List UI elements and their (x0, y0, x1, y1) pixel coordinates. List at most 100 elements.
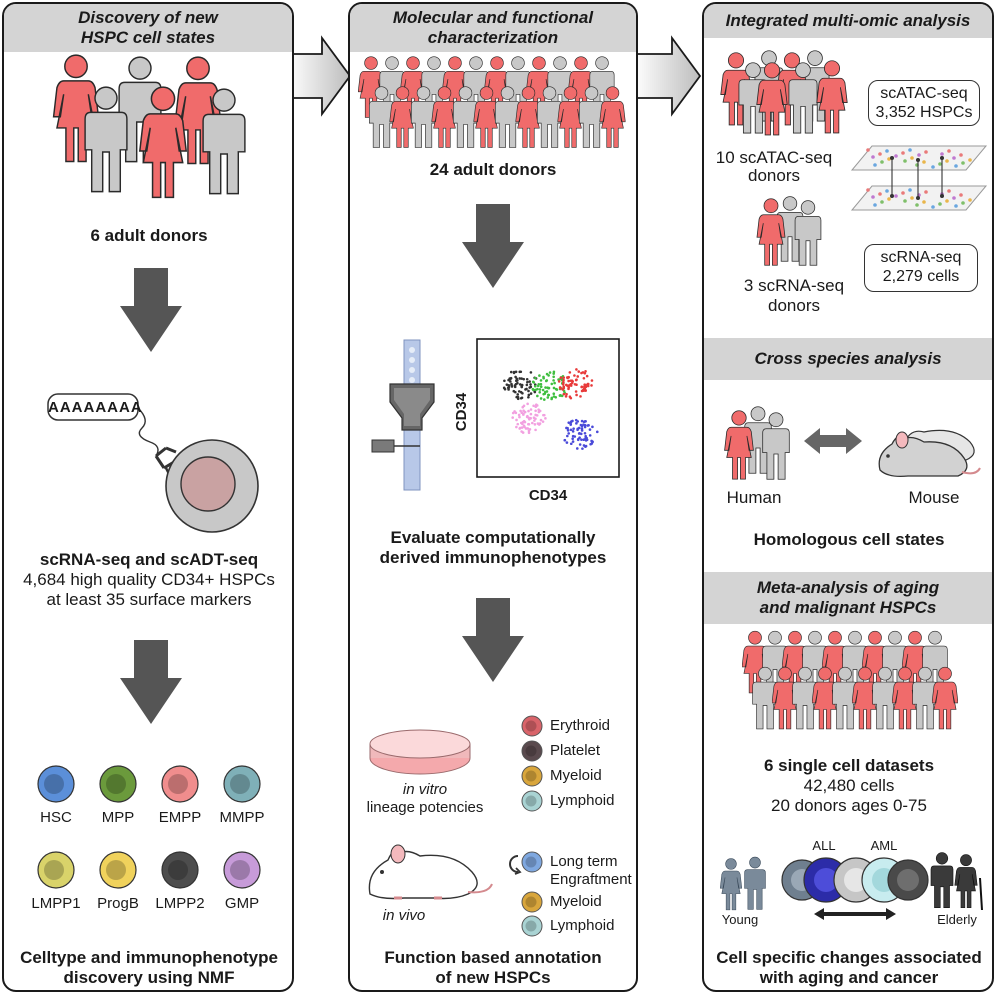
in-vitro-label: in vitro (360, 780, 490, 800)
legend-swatch-icon (521, 740, 543, 762)
cell-type-label: EMPP (158, 809, 202, 826)
elderly-icon (930, 852, 983, 911)
evaluate-line-1: Evaluate computationally (390, 528, 596, 547)
rna-box-line-1: scRNA-seq (880, 249, 962, 266)
in-vitro-italic: in vitro (402, 781, 448, 798)
cell-type-label: ProgB (97, 895, 139, 912)
header-line-1: Discovery of new (78, 8, 218, 27)
rna-donors-line-2: donors (768, 296, 820, 315)
evaluate-line-2: derived immunophenotypes (379, 548, 607, 567)
seq-title: scRNA-seq and scADT-seq (39, 550, 259, 569)
panel-multiomic: Integrated multi-omic analysis 10 scATAC… (702, 2, 994, 992)
rna-summary-box: scRNA-seq 2,279 cells (864, 244, 978, 292)
rna-box-line-2: 2,279 cells (882, 268, 960, 285)
homologous-label: Homologous cell states (753, 530, 945, 549)
atac-donors-icon (720, 50, 848, 136)
transition-arrow-1 (287, 35, 352, 117)
datasets-donors: 20 donors ages 0-75 (771, 796, 927, 815)
antibody-cell-icon (47, 393, 259, 533)
transition-arrow-2 (633, 35, 702, 117)
cell-type-item: LMPP2 (150, 850, 210, 914)
young-icon (720, 856, 766, 911)
legend-label: Myeloid (550, 767, 602, 784)
meta-analysis-header: Meta-analysis of aging and malignant HSP… (704, 572, 992, 624)
legend-label: Lymphoid (550, 792, 615, 809)
panel-header: Molecular and functional characterizatio… (350, 4, 636, 52)
x-axis-label: CD34 (528, 487, 568, 504)
footer-line-1: Function based annotation (384, 948, 602, 967)
legend-label: Myeloid (550, 893, 602, 910)
malignancy-cells-icon (781, 857, 929, 920)
mouse-icon (368, 844, 493, 900)
loop-arrow-icon (509, 855, 522, 875)
cell-icon (37, 765, 75, 803)
donor-count: 24 adult donors (429, 160, 557, 179)
antibody-tag: AAAAAAAA (48, 399, 143, 416)
down-arrow-icon (462, 204, 524, 288)
person-icon (599, 86, 626, 148)
all-label: ALL (812, 838, 836, 853)
panel-characterization: Molecular and functional characterizatio… (348, 2, 638, 992)
human-label: Human (726, 488, 782, 507)
footer-line-1: Celltype and immunophenotype (20, 948, 278, 967)
meta-donor-crowd-icon (742, 630, 958, 730)
cell-type-label: MPP (101, 809, 135, 826)
donor-count: 6 adult donors (90, 226, 208, 245)
cell-icon (161, 765, 199, 803)
young-label: Young (721, 912, 759, 927)
legend-label: Platelet (550, 742, 601, 759)
meta-header-line-1: Meta-analysis of aging (756, 578, 940, 597)
atac-donors-line-2: donors (748, 166, 800, 185)
rna-donors-line-1: 3 scRNA-seq (743, 276, 845, 295)
legend-swatch-icon (521, 790, 543, 812)
cell-icon (37, 851, 75, 889)
panel-discovery: Discovery of new HSPC cell states 6 adul… (2, 2, 294, 992)
cell-type-label: LMPP2 (155, 895, 205, 912)
meta-header-line-2: and malignant HSPCs (759, 598, 937, 617)
footer-line-2: of new HSPCs (435, 968, 551, 987)
donor-crowd-icon (358, 56, 626, 148)
down-arrow-icon (462, 598, 524, 682)
panel-header: Discovery of new HSPC cell states (4, 4, 292, 52)
legend-label: Long term (550, 853, 618, 870)
cell-icon (99, 851, 137, 889)
down-arrow-icon (120, 640, 182, 724)
cell-type-label: LMPP1 (31, 895, 81, 912)
human-icon (724, 406, 790, 480)
cell-type-label: GMP (224, 895, 260, 912)
legend-swatch-icon (521, 715, 543, 737)
y-axis-label: CD34 (453, 392, 470, 432)
down-arrow-icon (120, 268, 182, 352)
cell-type-item: MMPP (212, 764, 272, 828)
cell-type-item: EMPP (150, 764, 210, 828)
legend-swatch-icon (521, 891, 543, 913)
multiomic-layers-icon (850, 145, 988, 211)
cell-type-item: GMP (212, 850, 272, 914)
legend-swatch-icon (521, 851, 543, 873)
elderly-label: Elderly (937, 912, 977, 927)
in-vivo-label: in vivo (382, 907, 426, 924)
donor-crowd-icon (52, 54, 246, 199)
seq-line-1: 4,684 high quality CD34+ HSPCs (23, 570, 275, 589)
legend-swatch-icon (521, 765, 543, 787)
atac-summary-box: scATAC-seq 3,352 HSPCs (868, 80, 980, 126)
double-arrow-icon (804, 428, 862, 454)
legend-label: Erythroid (550, 717, 611, 734)
atac-box-line-1: scATAC-seq (880, 85, 968, 102)
flow-cytometer-icon (371, 339, 435, 491)
header-line-2: characterization (427, 28, 559, 47)
cell-icon (99, 765, 137, 803)
cell-icon (223, 851, 261, 889)
petri-dish-icon (369, 729, 471, 775)
facs-scatter-plot (476, 338, 620, 478)
header-line-2: HSPC cell states (80, 28, 216, 47)
cell-icon (223, 765, 261, 803)
datasets-cells: 42,480 cells (803, 776, 895, 795)
cross-species-header: Cross species analysis (704, 338, 992, 380)
mouse-pair-icon (878, 429, 981, 478)
person-icon (932, 666, 958, 730)
footer-line-2: discovery using NMF (63, 968, 235, 987)
aml-label: AML (870, 838, 898, 853)
cell-type-item: LMPP1 (26, 850, 86, 914)
footer-line-1: Cell specific changes associated (716, 948, 982, 967)
